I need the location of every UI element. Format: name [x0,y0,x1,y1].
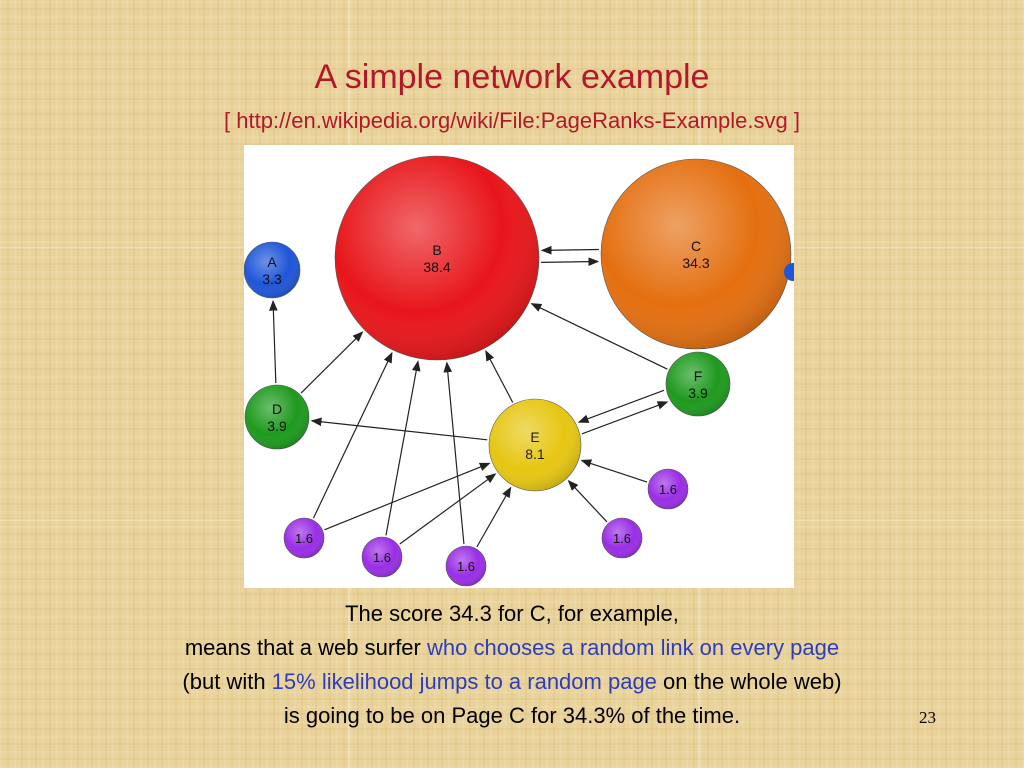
caption-line-3: (but with 15% likelihood jumps to a rand… [40,665,984,699]
caption-line-3-text-c: on the whole web) [656,669,842,694]
node-p4: 1.6 [601,517,643,559]
node-p3: 1.6 [445,545,487,587]
node-c-shading [601,159,791,349]
node-p3-shading [446,546,486,586]
edge-c-to-b [540,245,599,255]
node-e-score: 8.1 [525,446,545,462]
node-p2: 1.6 [361,536,403,578]
edge-p1-to-b [312,351,393,519]
edges-layer [269,245,669,548]
node-f: F3.9 [665,351,731,417]
node-a-shading [244,242,300,298]
caption-line-4: is going to be on Page C for 34.3% of th… [283,703,741,728]
node-b-shading [335,156,539,360]
node-d: D3.9 [244,384,310,450]
edge-p2-to-e [399,473,497,545]
edge-f-to-b [530,303,668,370]
caption-line-2: means that a web surfer who chooses a ra… [40,631,984,665]
node-p5-shading [648,469,688,509]
node-f-label: F [694,368,703,384]
caption-highlight-random-link: who chooses a random link on every page [426,635,840,660]
caption-line-3-text-a: (but with [182,669,272,694]
page-number: 23 [919,708,936,727]
node-c: C34.3 [600,158,792,350]
node-a-score: 3.3 [262,271,282,287]
edge-p3-to-e [476,486,512,548]
node-e: E8.1 [488,398,582,492]
node-p2-shading [362,537,402,577]
node-d-shading [245,385,309,449]
node-p5-score: 1.6 [659,482,677,497]
edge-d-to-a [269,299,278,384]
slide-subtitle-link[interactable]: [ http://en.wikipedia.org/wiki/File:Page… [224,108,800,133]
node-p3-score: 1.6 [457,559,475,574]
node-f-shading [666,352,730,416]
caption-line-2-text: means that a web surfer [184,635,427,660]
node-c-label: C [691,238,701,254]
node-p1: 1.6 [283,517,325,559]
node-a: A3.3 [244,241,301,299]
edge-f-to-e [577,389,665,423]
node-b-score: 38.4 [423,259,450,275]
node-p2-score: 1.6 [373,550,391,565]
edge-d-to-b [300,331,364,394]
edge-e-to-b [485,350,514,403]
edge-e-to-f [581,401,669,435]
node-f-score: 3.9 [688,385,708,401]
node-e-shading [489,399,581,491]
partial-node-offscreen [784,263,794,281]
edge-p1-to-e [324,462,491,531]
node-p4-shading [602,518,642,558]
edge-b-to-c [541,257,600,266]
node-p1-shading [284,518,324,558]
edge-p4-to-e [567,479,608,523]
node-b: B38.4 [334,155,540,361]
caption: The score 34.3 for C, for example, means… [40,597,984,733]
edge-p3-to-b [443,361,465,545]
nodes-layer: B38.4C34.3A3.3D3.9E8.1F3.91.61.61.61.61.… [244,155,792,587]
caption-line-1: The score 34.3 for C, for example, [345,601,679,626]
node-e-label: E [530,429,539,445]
node-d-label: D [272,401,282,417]
node-p4-score: 1.6 [613,531,631,546]
edge-e-to-d [310,417,488,441]
node-b-label: B [432,242,441,258]
node-c-score: 34.3 [682,255,709,271]
node-p5: 1.6 [647,468,689,510]
edge-p2-to-b [385,360,421,536]
caption-highlight-random-jump: 15% likelihood jumps to a random page [271,669,657,694]
network-graph-svg: B38.4C34.3A3.3D3.9E8.1F3.91.61.61.61.61.… [244,155,794,587]
node-d-score: 3.9 [267,418,287,434]
slide-title: A simple network example [314,58,710,96]
node-p1-score: 1.6 [295,531,313,546]
node-a-label: A [267,254,277,270]
edge-p5-to-e [580,459,648,483]
